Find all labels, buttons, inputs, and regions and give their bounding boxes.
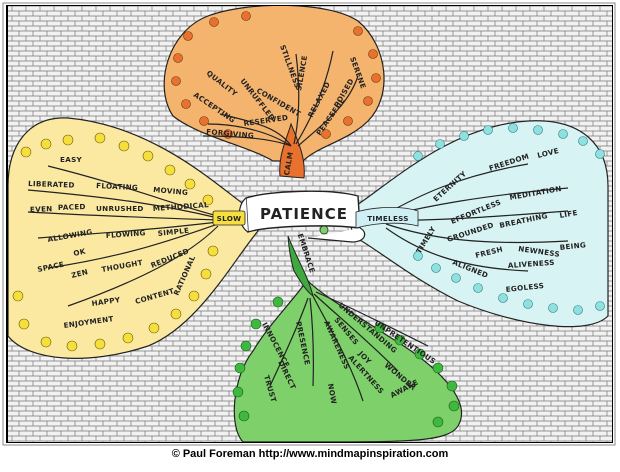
calm-label: CALM <box>282 151 295 176</box>
slow-smiley-icons <box>12 132 219 352</box>
calm-petal <box>163 6 385 162</box>
slow-word: EASY <box>60 155 83 164</box>
slow-word: SIMPLE <box>157 226 189 238</box>
timeless-dot-icons <box>413 123 605 315</box>
slow-word: UNRUSHED <box>96 204 144 213</box>
calm-word: FORGIVING <box>206 127 255 140</box>
central-title: PATIENCE <box>260 205 348 223</box>
branch-lines <box>27 50 569 402</box>
copyright-credit: © Paul Foreman http://www.mindmapinspira… <box>171 448 449 460</box>
slow-label: SLOW <box>217 214 242 223</box>
slow-word: METHODICAL <box>153 200 210 213</box>
timeless-word: ALIVENESS <box>508 258 555 270</box>
timeless-word: EGOLESS <box>505 281 544 294</box>
embrace-stem <box>287 235 314 298</box>
outer-frame <box>2 2 616 446</box>
slow-word: LIBERATED <box>28 179 75 190</box>
timeless-word: BEING <box>559 240 586 252</box>
slow-word: FLOWING <box>106 228 146 240</box>
embrace-dot-icons <box>232 296 460 428</box>
embrace-word: NOW <box>326 383 339 405</box>
slow-word: ZEN <box>70 267 89 280</box>
mind-map: PATIENCE CALM SLOW TIMELESS EMBRACE UNRU… <box>8 6 612 442</box>
slow-word: PACED <box>58 202 86 212</box>
central-flower-icon <box>319 225 329 235</box>
slow-word: OK <box>73 247 87 258</box>
slow-word: HAPPY <box>91 295 121 308</box>
timeless-word: LIFE <box>559 208 579 220</box>
slow-word: MOVING <box>153 185 189 197</box>
calm-stem <box>279 122 305 179</box>
embrace-petal <box>233 280 463 442</box>
timeless-petal <box>347 120 609 328</box>
slow-word: EVEN <box>30 204 53 214</box>
slow-label-box: SLOW <box>212 210 246 226</box>
slow-word: FLOATING <box>96 181 138 192</box>
timeless-label: TIMELESS <box>367 214 409 223</box>
timeless-label-box: TIMELESS <box>355 206 419 229</box>
